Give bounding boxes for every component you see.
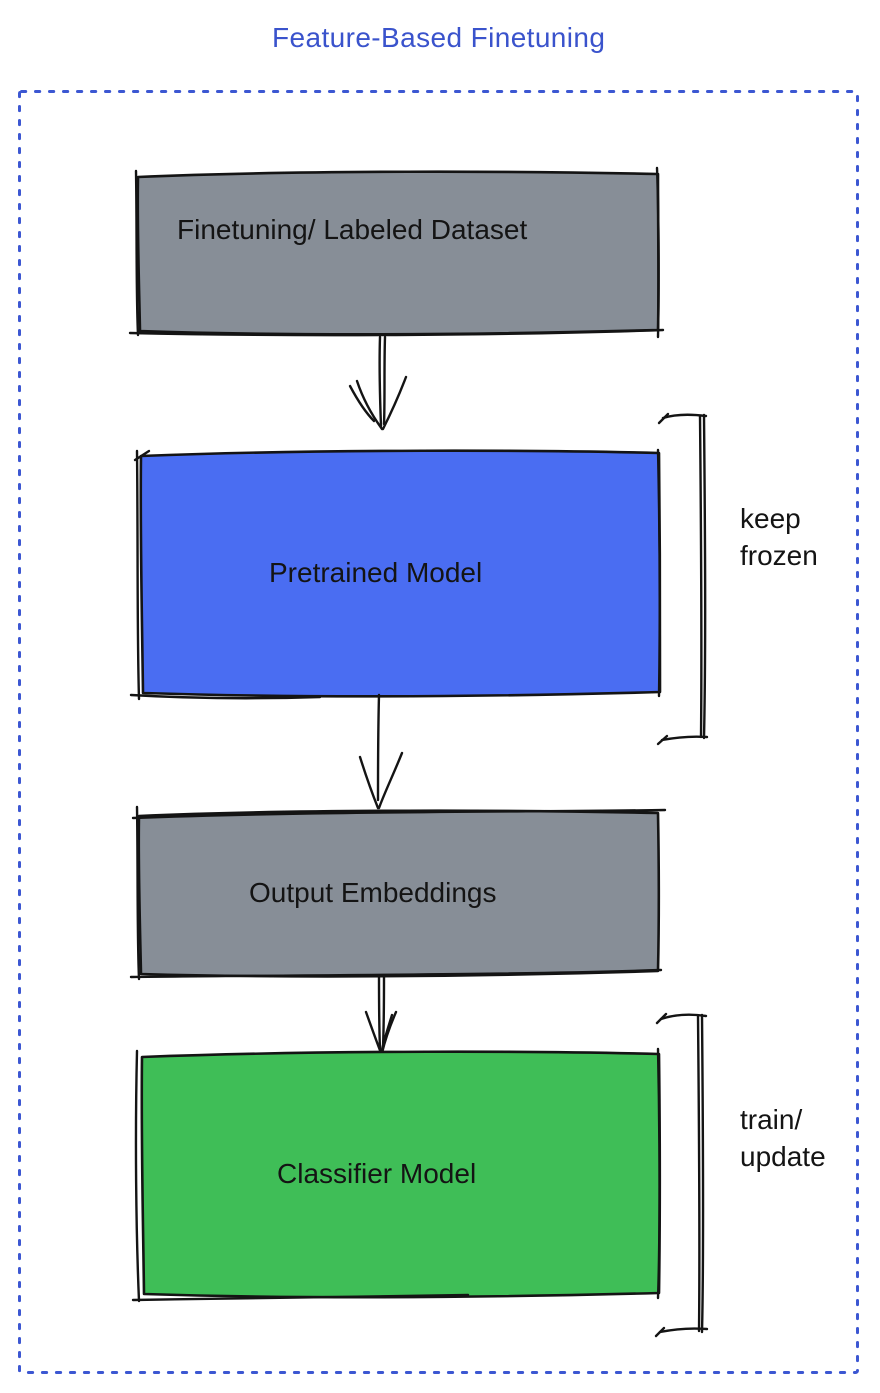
bracket-stroke (696, 1014, 701, 1333)
arrow-head (380, 1013, 394, 1052)
arrow-head (381, 375, 408, 431)
dotted-border-frame (18, 90, 859, 1374)
arrow-shaft (381, 974, 386, 1049)
classifier-box (131, 1047, 662, 1303)
embeddings-box-label: Output Embeddings (249, 877, 497, 908)
arrow-pretrained-to-embeddings-icon (358, 693, 404, 810)
sketch-stroke (135, 449, 141, 701)
sketch-stroke (134, 1049, 141, 1303)
bracket-stroke (698, 414, 703, 739)
sketch-stroke (129, 693, 322, 700)
embeddings-box (129, 805, 667, 981)
arrow-head (377, 751, 404, 810)
train-update-label: train/ update (740, 1104, 826, 1172)
classifier-box-label: Classifier Model (277, 1158, 477, 1189)
sketch-stroke (655, 166, 660, 339)
dataset-box-shape (136, 170, 660, 336)
sketch-stroke (135, 805, 141, 981)
arrow-embeddings-to-classifier-icon (364, 974, 398, 1055)
arrow-shaft (376, 693, 381, 802)
bracket-stroke (657, 412, 670, 425)
bracket-stroke (658, 1327, 709, 1334)
bracket-stroke (659, 1013, 708, 1021)
bracket-stroke (655, 1012, 668, 1025)
bracket-stroke (702, 413, 707, 740)
bracket-stroke (660, 735, 709, 742)
pretrained-box (129, 448, 662, 701)
arrow-head (348, 384, 376, 423)
sketch-stroke (134, 169, 140, 337)
bracket-stroke (700, 1013, 705, 1334)
arrow-head (358, 755, 380, 810)
bracket-stroke (656, 734, 669, 746)
dataset-box (128, 166, 665, 339)
sketch-stroke (131, 1293, 470, 1302)
sketch-stroke (133, 449, 151, 462)
page-title: Feature-Based Finetuning (272, 22, 606, 53)
bracket-stroke (654, 1326, 666, 1338)
arrow-shaft (378, 335, 383, 428)
arrow-shaft (377, 974, 382, 1051)
train-update-bracket (654, 1012, 709, 1338)
dataset-box-label: Finetuning/ Labeled Dataset (177, 214, 528, 245)
sketch-stroke (656, 448, 661, 698)
sketch-stroke (131, 808, 667, 820)
keep-frozen-label: keep frozen (740, 503, 818, 571)
keep-frozen-bracket (656, 412, 709, 746)
arrow-head (364, 1010, 383, 1055)
sketch-stroke (656, 1047, 661, 1300)
arrow-head (355, 379, 384, 431)
pretrained-box-label: Pretrained Model (269, 557, 483, 588)
arrow-shaft (382, 335, 387, 426)
sketch-stroke (128, 328, 665, 337)
arrow-dataset-to-pretrained-icon (348, 335, 408, 431)
sketch-stroke (129, 968, 663, 979)
